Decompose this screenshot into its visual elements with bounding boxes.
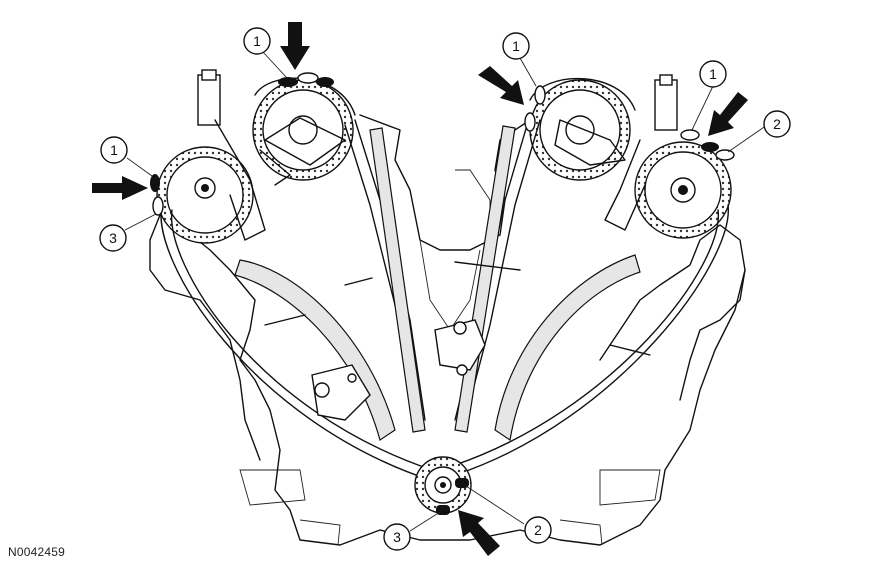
svg-text:3: 3 <box>109 230 117 246</box>
callout-1d: 1 <box>699 60 727 88</box>
engine-block <box>149 114 746 546</box>
svg-text:1: 1 <box>110 142 118 158</box>
arrow-left-top <box>280 22 310 70</box>
svg-text:1: 1 <box>709 66 717 82</box>
right-vct-solenoid <box>604 74 678 231</box>
crankshaft-sprocket <box>414 456 472 515</box>
svg-text:1: 1 <box>512 38 520 54</box>
callout-1a: 1 <box>243 27 271 55</box>
timing-marks <box>150 72 735 216</box>
left-exhaust-sprocket <box>156 146 254 244</box>
center-tensioner <box>434 319 486 376</box>
figure-id: N0042459 <box>8 545 65 559</box>
arrow-right-side <box>708 92 748 136</box>
callout-leaders <box>124 51 768 532</box>
left-vct-solenoid <box>197 69 266 241</box>
right-exhaust-sprocket <box>634 141 732 239</box>
callout-1c: 1 <box>502 32 530 60</box>
indicator-arrows <box>92 22 748 556</box>
callouts: 1 1 1 1 2 2 3 3 <box>99 27 791 551</box>
callout-2a: 2 <box>763 110 791 138</box>
svg-text:1: 1 <box>253 33 261 49</box>
callout-1b: 1 <box>100 136 128 164</box>
right-intake-sprocket <box>529 79 631 181</box>
arrow-left-side <box>92 176 148 200</box>
svg-text:3: 3 <box>393 529 401 545</box>
callout-3b: 3 <box>383 523 411 551</box>
left-intake-sprocket <box>252 79 354 186</box>
svg-text:2: 2 <box>534 522 542 538</box>
arrow-crank <box>458 510 500 556</box>
left-tensioner <box>311 364 371 421</box>
callout-3a: 3 <box>99 224 127 252</box>
arrow-right-top <box>478 66 524 105</box>
svg-text:2: 2 <box>773 116 781 132</box>
callout-2b: 2 <box>524 516 552 544</box>
